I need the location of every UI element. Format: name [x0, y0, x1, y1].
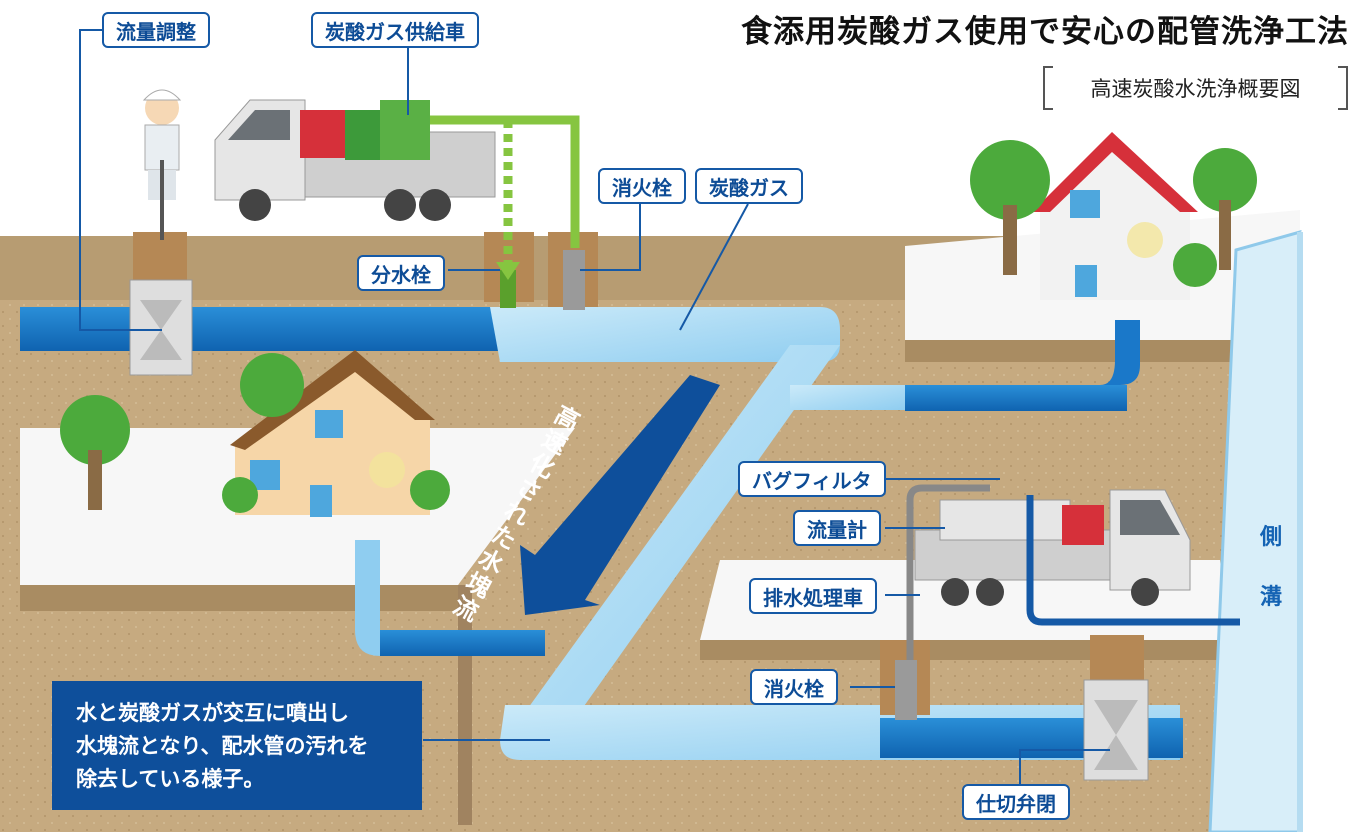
- bracket-right: [1338, 66, 1348, 110]
- house-right: [1032, 132, 1198, 300]
- label-drain-truck: 排水処理車: [749, 578, 877, 614]
- side-ditch: [1208, 230, 1302, 832]
- gate-valve-right: [1083, 635, 1149, 781]
- label-branch-valve: 分水栓: [357, 255, 445, 291]
- worker-figure: [142, 89, 182, 240]
- faucet-right: [1127, 222, 1163, 258]
- branch-pipe-right-house: [905, 320, 1140, 385]
- leader-lines: [79, 29, 1110, 785]
- note-line: 除去している様子。: [76, 767, 265, 791]
- description-note: 水と炭酸ガスが交互に噴出し 水塊流となり、配水管の汚れを 除去している様子。: [52, 681, 422, 810]
- subtitle-text: 高速炭酸水洗浄概要図: [1090, 77, 1301, 101]
- label-co2-gas: 炭酸ガス: [695, 168, 803, 204]
- left-plateau-edge: [20, 585, 458, 611]
- label-hydrant-top: 消火栓: [598, 168, 686, 204]
- label-gate-valve: 仕切弁閉: [962, 784, 1070, 820]
- diagram-subtitle: 高速炭酸水洗浄概要図: [1043, 66, 1348, 110]
- faucet-left: [369, 452, 405, 488]
- tree-right-a: [970, 140, 1050, 275]
- co2-gas-line: [420, 115, 580, 248]
- tree-left: [60, 395, 130, 510]
- slug-pipe-diagonal: [505, 345, 840, 740]
- drain-treatment-truck: [906, 484, 1240, 660]
- side-ditch-char: 側: [1259, 525, 1282, 550]
- tree-behind-left-house: [240, 353, 304, 417]
- side-ditch-label: 側 溝: [1256, 508, 1286, 628]
- flow-arrow: [520, 375, 720, 615]
- label-co2-truck: 炭酸ガス供給車: [311, 12, 479, 48]
- label-hydrant-bottom: 消火栓: [750, 669, 838, 705]
- note-line: 水塊流となり、配水管の汚れを: [76, 734, 369, 758]
- label-flow-meter: 流量計: [793, 510, 881, 546]
- co2-supply-truck: [214, 99, 496, 221]
- gate-valve-left: [129, 232, 193, 376]
- ditch-right-wall: [1300, 210, 1363, 832]
- note-line: 水と炭酸ガスが交互に噴出し: [76, 701, 349, 725]
- slug-pipe-upper: [490, 307, 840, 362]
- tree-right-b: [1193, 148, 1257, 270]
- label-flow-adjust: 流量調整: [102, 12, 210, 48]
- plateau-edge-right: [905, 340, 1235, 362]
- side-ditch-char: 溝: [1259, 585, 1282, 610]
- bracket-left: [1043, 66, 1053, 110]
- page-title: 食添用炭酸ガス使用で安心の配管洗浄工法: [741, 14, 1349, 50]
- label-bag-filter: バグフィルタ: [738, 461, 886, 497]
